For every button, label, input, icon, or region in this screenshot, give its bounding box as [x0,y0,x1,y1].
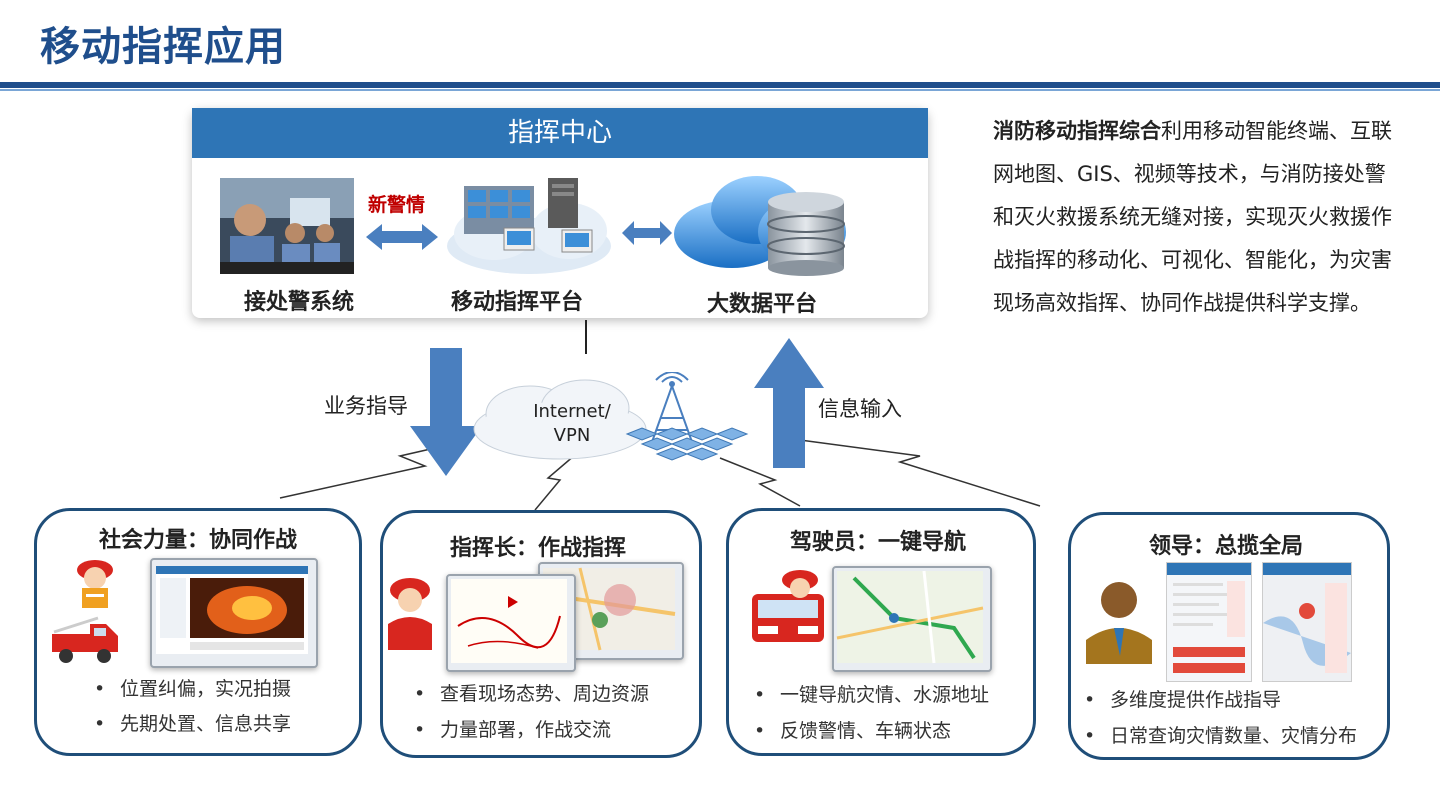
card-bullet: •查看现场态势、周边资源 [414,683,650,705]
up-arrow-label: 信息输入 [818,397,902,421]
down-arrow-label: 业务指导 [324,394,408,418]
node-label-big-data: 大数据平台 [706,292,817,317]
card-bullet: •先期处置、信息共享 [94,713,292,735]
description-bold: 消防移动指挥综合 [993,119,1161,143]
big-data-cloud-image [672,172,854,276]
network-label-line1: Internet/ [533,401,611,422]
network-label-line2: VPN [553,425,591,446]
description-text: 消防移动指挥综合利用移动智能终端、互联网地图、GIS、视频等技术，与消防接处警和… [993,110,1403,325]
title-divider [0,82,1440,88]
card-bullet: •日常查询灾情数量、灾情分布 [1084,725,1358,747]
leader-avatar-icon [1086,578,1152,664]
driver-fire-truck-icon [748,566,828,650]
card-title-driver: 驾驶员：一键导航 [789,530,966,555]
commander-avatar-icon [386,574,438,650]
network-label: Internet/ VPN [512,400,632,448]
double-arrow-icon [622,220,672,246]
card-title-social-force: 社会力量：协同作战 [98,528,297,553]
phone-dashboard-list [1166,562,1252,682]
double-arrow-icon [366,222,438,252]
tablet-video-screen [150,558,318,668]
card-title-commander: 指挥长：作战指挥 [449,536,626,561]
internet-cloud-icon [470,374,650,464]
description-body: 利用移动智能终端、互联网地图、GIS、视频等技术，与消防接处警和灭火救援系统无缝… [993,119,1392,315]
down-arrow-icon [410,348,482,476]
card-bullet: •反馈警情、车辆状态 [754,720,952,742]
phone-disaster-map [1262,562,1352,682]
node-label-dispatch: 接处警系统 [243,290,354,315]
title-divider-accent [0,89,1440,91]
cell-tower-icon [622,371,752,464]
dispatch-operators-image [220,178,354,274]
card-bullet: •多维度提供作战指导 [1084,689,1282,711]
card-bullet: •位置纠偏，实况拍摄 [94,678,292,700]
card-bullet: •力量部署，作战交流 [414,719,612,741]
card-bullet: •一键导航灾情、水源地址 [754,684,990,706]
node-label-mobile-platform: 移动指挥平台 [450,290,583,315]
card-title-leader: 领导：总揽全局 [1148,534,1303,559]
page-title: 移动指挥应用 [40,24,286,70]
tablet-navigation-map [832,566,992,672]
fire-truck-icon [50,616,120,666]
tablet-deployment-sketch [446,574,576,672]
firefighter-mascot-icon [70,556,120,612]
up-arrow-icon [754,338,824,468]
new-alert-label: 新警情 [368,194,426,216]
platform-servers-image [444,176,614,276]
command-center-header: 指挥中心 [192,108,928,158]
